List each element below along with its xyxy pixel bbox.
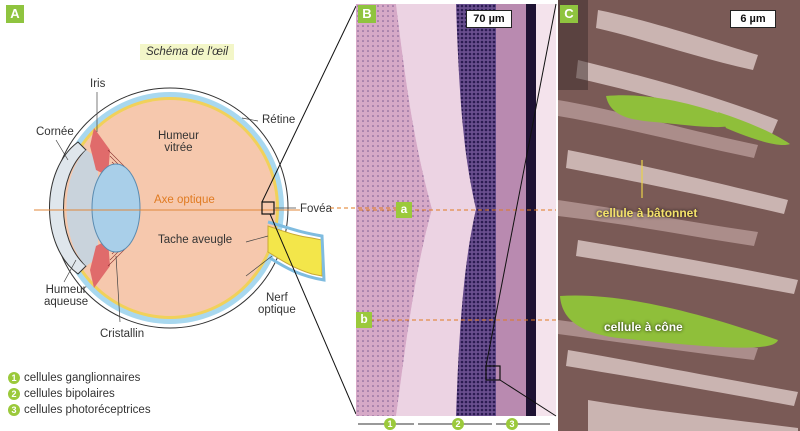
iris-upper: [90, 128, 110, 176]
legend-item: 1 cellules ganglionnaires: [8, 372, 140, 384]
bipolar-layer: [456, 4, 496, 416]
layer-marker-2: 2: [452, 418, 464, 430]
scale-bar-c: 6 µm: [730, 10, 776, 28]
cone-cell: [560, 295, 778, 348]
legend-item: 2 cellules bipolaires: [8, 388, 115, 400]
panel-c-letter: C: [560, 5, 578, 23]
label-retine: Rétine: [262, 114, 296, 126]
optic-nerve: [267, 225, 323, 277]
photoreceptor-micrograph: [558, 0, 800, 431]
label-fovea: Fovéa: [300, 203, 332, 215]
cornea: [49, 141, 87, 275]
label-humeur-aqueuse: Humeur aqueuse: [44, 284, 89, 308]
legend-item: 3 cellules photoréceptrices: [8, 404, 151, 416]
label-iris: Iris: [90, 78, 106, 90]
legend-number-1: 1: [8, 372, 20, 384]
tag-b: b: [356, 312, 372, 328]
layer-marker-3: 3: [506, 418, 518, 430]
iris-lower: [90, 240, 110, 288]
legend-number-2: 2: [8, 388, 20, 400]
legend-text: cellules photoréceptrices: [24, 404, 151, 416]
vitreous-humor: [64, 100, 276, 316]
panel-b-letter: B: [358, 5, 376, 23]
legend-text: cellules ganglionnaires: [24, 372, 141, 384]
zoom-box: [485, 365, 501, 381]
lens: [91, 163, 141, 253]
tag-a: a: [396, 202, 412, 218]
layer-marker-1: 1: [384, 418, 396, 430]
eye-diagram: [34, 87, 326, 329]
rod-cell: [606, 95, 738, 128]
fovea-box: [261, 201, 275, 215]
label-tache-aveugle: Tache aveugle: [158, 234, 233, 246]
optic-nerve-sheath: [267, 220, 326, 282]
cone-cell-label: cellule à cône: [604, 320, 683, 334]
rod-cell-2: [718, 112, 790, 146]
rod-cell-label: cellule à bâtonnet: [596, 206, 698, 220]
label-cristallin: Cristallin: [100, 328, 145, 340]
fovea-connector: [330, 207, 400, 209]
label-nerf-optique: Nerf optique: [258, 292, 296, 316]
outer-layer: [536, 4, 556, 416]
eye-title: Schéma de l'œil: [140, 44, 235, 60]
legend-text: cellules bipolaires: [24, 388, 115, 400]
scale-bar-b: 70 µm: [466, 10, 512, 28]
aqueous-chamber: [66, 150, 98, 266]
label-humeur-vitree: Humeur vitrée: [158, 130, 199, 154]
retina-histology: [356, 4, 556, 416]
panel-a-letter: A: [6, 5, 24, 23]
legend-number-3: 3: [8, 404, 20, 416]
label-cornee: Cornée: [36, 126, 74, 138]
label-axe-optique: Axe optique: [154, 194, 215, 206]
